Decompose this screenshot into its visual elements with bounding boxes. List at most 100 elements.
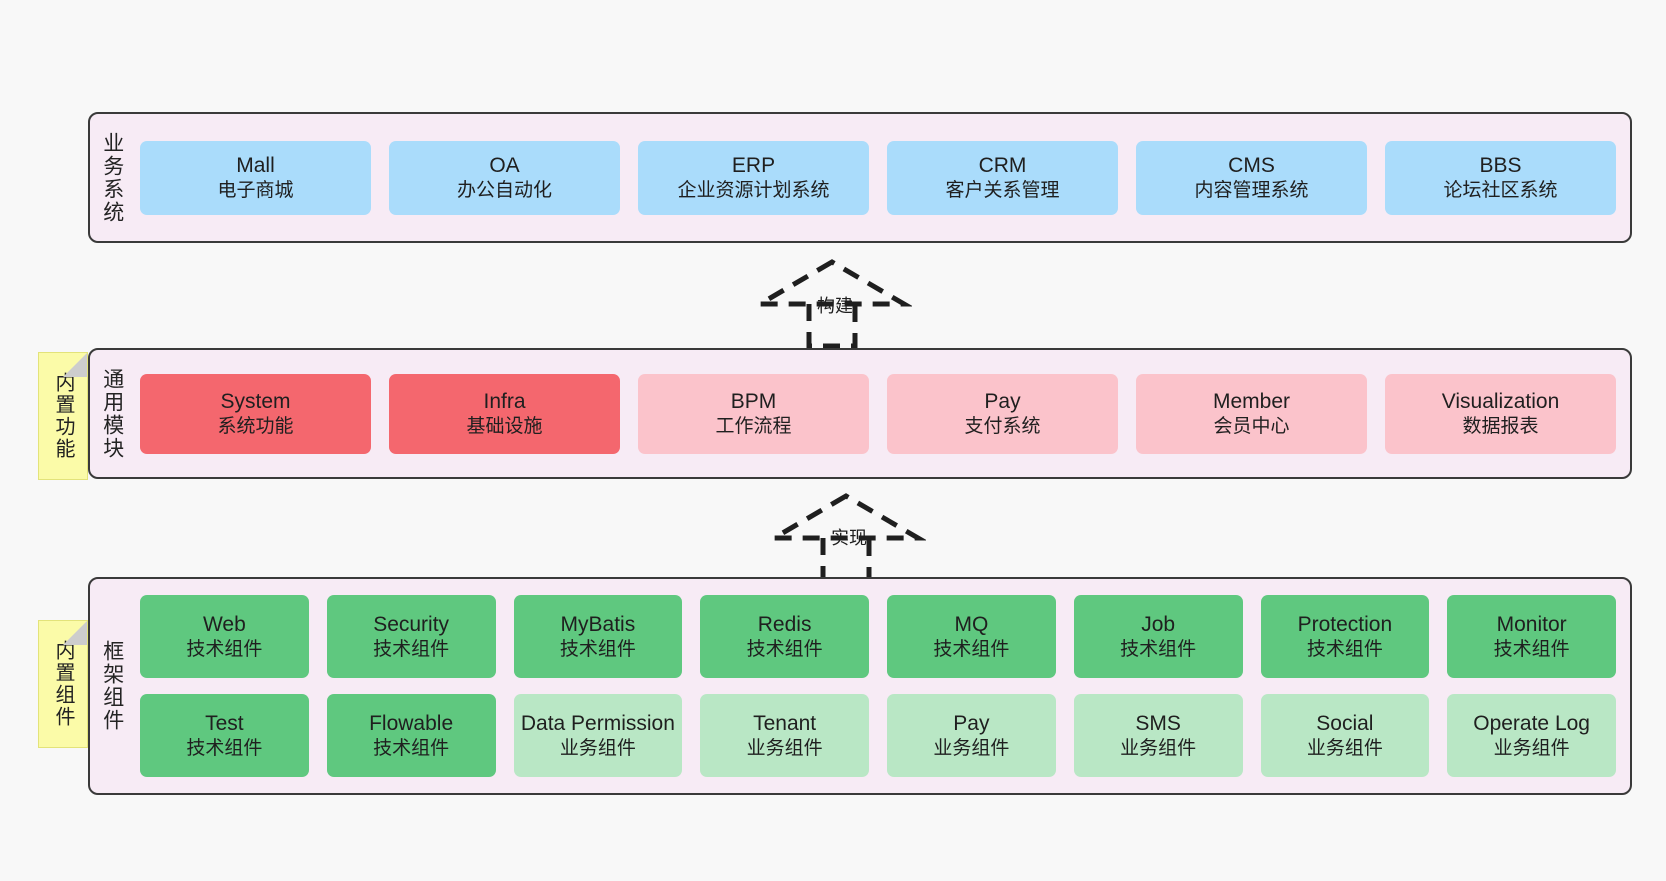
layer-row: Web 技术组件 Security 技术组件 MyBatis 技术组件 Redi… bbox=[140, 595, 1616, 678]
box-subtitle: 业务组件 bbox=[746, 737, 823, 759]
box-title: Social bbox=[1316, 711, 1374, 735]
box-member[interactable]: Member 会员中心 bbox=[1136, 373, 1367, 454]
box-subtitle: 办公自动化 bbox=[456, 179, 552, 201]
box-subtitle: 技术组件 bbox=[1493, 638, 1570, 660]
box-title: MQ bbox=[954, 612, 989, 636]
box-visualization[interactable]: Visualization 数据报表 bbox=[1385, 373, 1616, 454]
note-builtin-component: 内置组件 bbox=[38, 620, 88, 748]
box-title: SMS bbox=[1135, 711, 1181, 735]
box-subtitle: 业务组件 bbox=[559, 737, 636, 759]
box-bpm[interactable]: BPM 工作流程 bbox=[638, 373, 869, 454]
note-builtin-function: 内置功能 bbox=[38, 352, 88, 480]
box-security[interactable]: Security 技术组件 bbox=[326, 595, 496, 678]
box-tenant[interactable]: Tenant 业务组件 bbox=[700, 694, 869, 777]
box-title: OA bbox=[489, 153, 520, 177]
box-subtitle: 支付系统 bbox=[964, 415, 1041, 437]
box-title: Visualization bbox=[1441, 389, 1560, 413]
box-title: ERP bbox=[731, 153, 776, 177]
layer-row: Mall 电子商城 OA 办公自动化 ERP 企业资源计划系统 CRM 客户关系… bbox=[140, 140, 1616, 215]
box-subtitle: 业务组件 bbox=[1493, 737, 1570, 759]
box-test[interactable]: Test 技术组件 bbox=[140, 694, 309, 777]
box-title: Member bbox=[1212, 389, 1291, 413]
box-subtitle: 技术组件 bbox=[373, 737, 450, 759]
box-title: Flowable bbox=[369, 711, 454, 735]
layer-row: System 系统功能 Infra 基础设施 BPM 工作流程 Pay 支付系统… bbox=[140, 373, 1616, 454]
box-erp[interactable]: ERP 企业资源计划系统 bbox=[638, 140, 869, 215]
box-subtitle: 论坛社区系统 bbox=[1443, 179, 1558, 201]
box-subtitle: 技术组件 bbox=[933, 638, 1010, 660]
layer-business-system: 业务系统 Mall 电子商城 OA 办公自动化 ERP 企业资源计划系统 CRM… bbox=[88, 112, 1632, 243]
box-title: Pay bbox=[984, 389, 1021, 413]
layer-common-module: 通用模块 System 系统功能 Infra 基础设施 BPM 工作流程 Pay… bbox=[88, 348, 1632, 479]
layer-title-business-system: 业务系统 bbox=[100, 131, 124, 224]
box-title: Mall bbox=[236, 153, 275, 177]
box-oa[interactable]: OA 办公自动化 bbox=[389, 140, 620, 215]
box-title: Job bbox=[1141, 612, 1176, 636]
box-title: Protection bbox=[1297, 612, 1393, 636]
layer-row: Test 技术组件 Flowable 技术组件 Data Permission … bbox=[140, 694, 1616, 777]
box-mall[interactable]: Mall 电子商城 bbox=[140, 140, 371, 215]
box-subtitle: 内容管理系统 bbox=[1194, 179, 1309, 201]
box-subtitle: 企业资源计划系统 bbox=[677, 179, 830, 201]
box-title: Pay bbox=[953, 711, 990, 735]
box-subtitle: 基础设施 bbox=[466, 415, 543, 437]
box-title: BBS bbox=[1479, 153, 1522, 177]
box-title: System bbox=[220, 389, 291, 413]
box-subtitle: 技术组件 bbox=[1120, 638, 1197, 660]
connector-build-arrow bbox=[752, 259, 912, 348]
layer-body-framework-component: Web 技术组件 Security 技术组件 MyBatis 技术组件 Redi… bbox=[134, 579, 1630, 793]
box-flowable[interactable]: Flowable 技术组件 bbox=[326, 694, 496, 777]
box-title: BPM bbox=[730, 389, 777, 413]
connector-label-impl: 实现 bbox=[831, 528, 867, 548]
box-title: Data Permission bbox=[520, 711, 675, 735]
box-web[interactable]: Web 技术组件 bbox=[140, 595, 309, 678]
arrowhead-triangle bbox=[766, 493, 926, 541]
box-title: Operate Log bbox=[1473, 711, 1590, 735]
box-mybatis[interactable]: MyBatis 技术组件 bbox=[513, 595, 683, 678]
box-mq[interactable]: MQ 技术组件 bbox=[887, 595, 1056, 678]
box-cms[interactable]: CMS 内容管理系统 bbox=[1136, 140, 1367, 215]
box-subtitle: 系统功能 bbox=[217, 415, 294, 437]
layer-title-common-module: 通用模块 bbox=[100, 367, 124, 460]
arrow-stem bbox=[806, 304, 858, 348]
box-title: Web bbox=[202, 612, 246, 636]
box-redis[interactable]: Redis 技术组件 bbox=[700, 595, 869, 678]
box-sms[interactable]: SMS 业务组件 bbox=[1073, 694, 1243, 777]
arrowhead-triangle bbox=[752, 259, 912, 307]
box-subtitle: 技术组件 bbox=[746, 638, 823, 660]
box-title: Security bbox=[373, 612, 450, 636]
box-subtitle: 技术组件 bbox=[559, 638, 636, 660]
box-job[interactable]: Job 技术组件 bbox=[1073, 595, 1243, 678]
box-subtitle: 工作流程 bbox=[715, 415, 792, 437]
box-title: CRM bbox=[978, 153, 1027, 177]
layer-body-common-module: System 系统功能 Infra 基础设施 BPM 工作流程 Pay 支付系统… bbox=[134, 350, 1630, 477]
box-subtitle: 技术组件 bbox=[373, 638, 450, 660]
box-data-permission[interactable]: Data Permission 业务组件 bbox=[513, 694, 683, 777]
box-subtitle: 会员中心 bbox=[1213, 415, 1290, 437]
box-subtitle: 业务组件 bbox=[933, 737, 1010, 759]
box-pay[interactable]: Pay 支付系统 bbox=[887, 373, 1118, 454]
box-subtitle: 客户关系管理 bbox=[945, 179, 1060, 201]
box-social[interactable]: Social 业务组件 bbox=[1260, 694, 1430, 777]
box-subtitle: 技术组件 bbox=[186, 737, 263, 759]
box-monitor[interactable]: Monitor 技术组件 bbox=[1447, 595, 1616, 678]
box-operate-log[interactable]: Operate Log 业务组件 bbox=[1447, 694, 1616, 777]
box-crm[interactable]: CRM 客户关系管理 bbox=[887, 140, 1118, 215]
box-infra[interactable]: Infra 基础设施 bbox=[389, 373, 620, 454]
box-pay-component[interactable]: Pay 业务组件 bbox=[887, 694, 1056, 777]
box-system[interactable]: System 系统功能 bbox=[140, 373, 371, 454]
box-bbs[interactable]: BBS 论坛社区系统 bbox=[1385, 140, 1616, 215]
connector-label-build: 构建 bbox=[817, 296, 853, 316]
layer-title-framework-component: 框架组件 bbox=[100, 640, 124, 732]
box-subtitle: 业务组件 bbox=[1306, 737, 1383, 759]
box-title: MyBatis bbox=[560, 612, 636, 636]
box-subtitle: 业务组件 bbox=[1120, 737, 1197, 759]
box-title: Tenant bbox=[753, 711, 817, 735]
box-title: CMS bbox=[1228, 153, 1275, 177]
box-title: Infra bbox=[483, 389, 526, 413]
box-title: Redis bbox=[757, 612, 812, 636]
box-subtitle: 技术组件 bbox=[1306, 638, 1383, 660]
box-protection[interactable]: Protection 技术组件 bbox=[1260, 595, 1430, 678]
layer-body-business-system: Mall 电子商城 OA 办公自动化 ERP 企业资源计划系统 CRM 客户关系… bbox=[134, 114, 1630, 241]
